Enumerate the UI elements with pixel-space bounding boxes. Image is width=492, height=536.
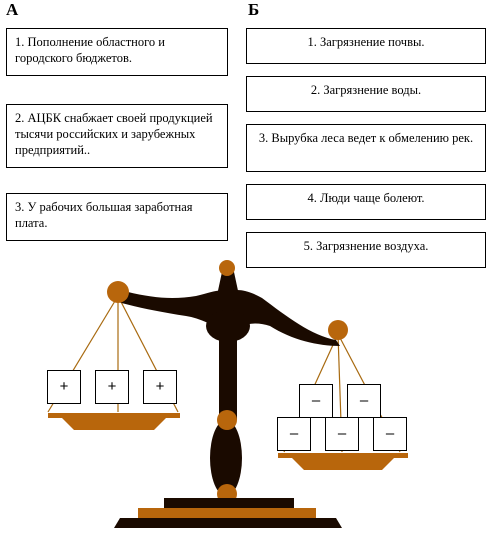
column-a-heading: А: [6, 0, 19, 19]
plus-box-3: +: [143, 370, 177, 404]
minus-box-4: –: [325, 417, 359, 451]
benefit-box-1: 1. Пополнение областного и городского бю…: [6, 28, 228, 76]
scale-base: [114, 498, 342, 528]
minus-box-1: –: [299, 384, 333, 418]
scale-post: [206, 272, 250, 500]
minus-box-5: –: [373, 417, 407, 451]
brass-knobs: [107, 260, 348, 504]
right-pan: [278, 453, 408, 470]
harm-box-4: 4. Люди чаще болеют.: [246, 184, 486, 220]
plus-box-1: +: [47, 370, 81, 404]
benefit-box-2: 2. АЦБК снабжает своей продукцией тысячи…: [6, 104, 228, 168]
harm-box-5: 5. Загрязнение воздуха.: [246, 232, 486, 268]
left-pan: [48, 413, 180, 430]
benefit-box-3: 3. У рабочих большая заработная плата.: [6, 193, 228, 241]
minus-box-2: –: [347, 384, 381, 418]
harm-box-1: 1. Загрязнение почвы.: [246, 28, 486, 64]
minus-box-3: –: [277, 417, 311, 451]
harm-box-3: 3. Вырубка леса ведет к обмелению рек.: [246, 124, 486, 172]
plus-box-2: +: [95, 370, 129, 404]
column-b-heading: Б: [248, 0, 260, 19]
harm-box-2: 2. Загрязнение воды.: [246, 76, 486, 112]
